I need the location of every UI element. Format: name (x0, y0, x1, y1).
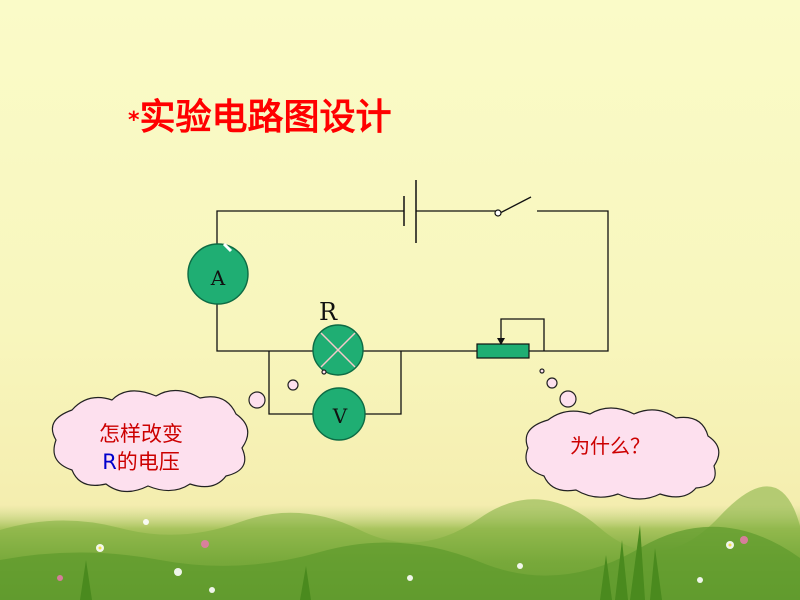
grass-background (0, 486, 800, 600)
slide-title: *实验电路图设计 (128, 88, 392, 140)
battery-symbol (403, 180, 417, 243)
lamp-resistor (312, 324, 364, 376)
rheostat (476, 338, 530, 359)
ammeter (187, 242, 249, 305)
thought-bubble-left (51, 369, 327, 493)
bubble-left-highlight: R (102, 450, 117, 474)
circuit-wires (216, 196, 609, 415)
title-text: 实验电路图设计 (139, 97, 392, 138)
thought-bubble-right (525, 368, 720, 500)
voltmeter (312, 387, 366, 441)
bubble-left-line2: R的电压 (66, 448, 216, 476)
resistor-label: R (318, 298, 338, 326)
bubble-right-text: 为什么？ (570, 434, 650, 458)
ammeter-label: A (210, 266, 226, 290)
bubble-left-line2-rest: 的电压 (116, 450, 180, 474)
voltmeter-label: V (332, 404, 348, 428)
bubble-left-text: 怎样改变 R的电压 (66, 420, 216, 476)
title-star: * (128, 108, 140, 133)
switch-symbol (494, 209, 502, 217)
bubble-left-line1: 怎样改变 (99, 422, 183, 446)
